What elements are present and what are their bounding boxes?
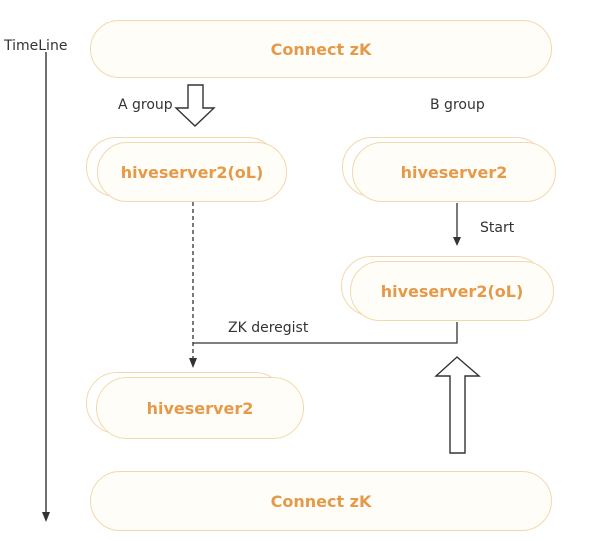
b-group-node-initial-label: hiveserver2 [400,162,508,182]
b-group-start-label: Start [480,220,515,236]
zk-deregister-label: ZK deregist [228,320,309,336]
a-group-hollow-arrow [174,84,216,127]
timeline-arrowhead [42,512,50,522]
a-group-node-initial-label: hiveserver2(oL) [120,162,264,182]
b-group-node-after: hiveserver2(oL) [350,261,554,321]
b-group-node-initial: hiveserver2 [352,142,556,202]
connect-zk-top-label: Connect zK [270,39,372,59]
b-group-hollow-arrow [434,356,481,454]
b-group-label: B group [430,97,485,113]
b-group-start-arrowhead [453,237,461,246]
zk-deregister-line [193,322,458,344]
connect-zk-top-box: Connect zK [90,20,552,78]
connect-zk-bottom-label: Connect zK [270,491,372,511]
timeline-label: TimeLine [4,38,68,54]
a-group-node-initial: hiveserver2(oL) [97,142,287,202]
a-group-node-after: hiveserver2 [96,377,304,439]
connect-zk-bottom-box: Connect zK [90,471,552,531]
a-group-label: A group [118,97,173,113]
a-group-dashed-arrowhead [189,358,197,368]
b-group-node-after-label: hiveserver2(oL) [380,281,524,301]
a-group-node-after-label: hiveserver2 [146,398,254,418]
